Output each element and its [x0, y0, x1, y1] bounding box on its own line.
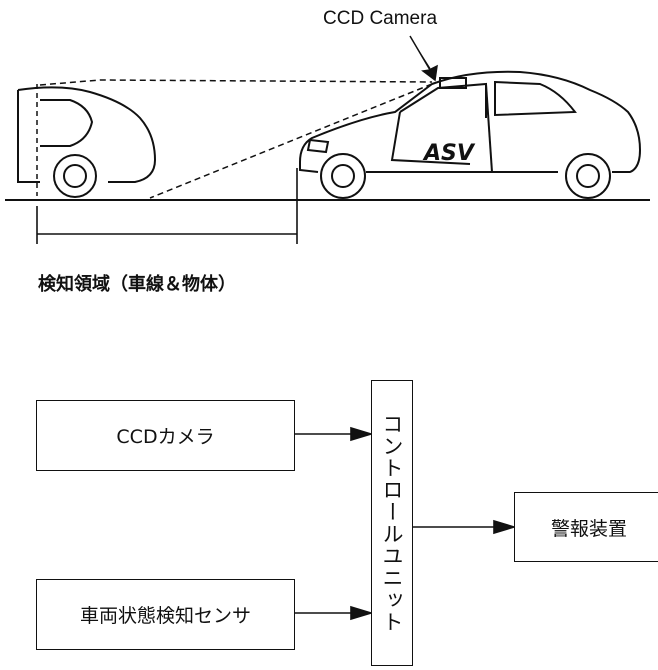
camera-label: CCD Camera: [323, 8, 438, 29]
control-unit-block: コントロールユニット: [371, 380, 413, 666]
ccd-camera-label: CCDカメラ: [116, 426, 215, 448]
asv-badge: ASV: [422, 141, 476, 166]
camera-field-of-view: [39, 79, 433, 199]
detection-region-label: 検知領域（車線＆物体）: [38, 274, 236, 295]
vehicle-state-sensor-block: 車両状態検知センサ: [36, 579, 295, 650]
alarm-device-label: 警報装置: [550, 517, 627, 540]
vehicle-state-sensor-label: 車両状態検知センサ: [79, 605, 251, 627]
alarm-device-block: 警報装置: [514, 492, 658, 562]
ccd-camera-block: CCDカメラ: [36, 400, 295, 471]
control-unit-label: コントロールユニット: [380, 413, 404, 633]
leading-car: [17, 86, 157, 198]
asv-car: [299, 70, 642, 199]
block-arrows: [295, 426, 517, 621]
camera-pointer-arrow: [409, 35, 438, 82]
detection-region-dimension: [36, 168, 298, 244]
